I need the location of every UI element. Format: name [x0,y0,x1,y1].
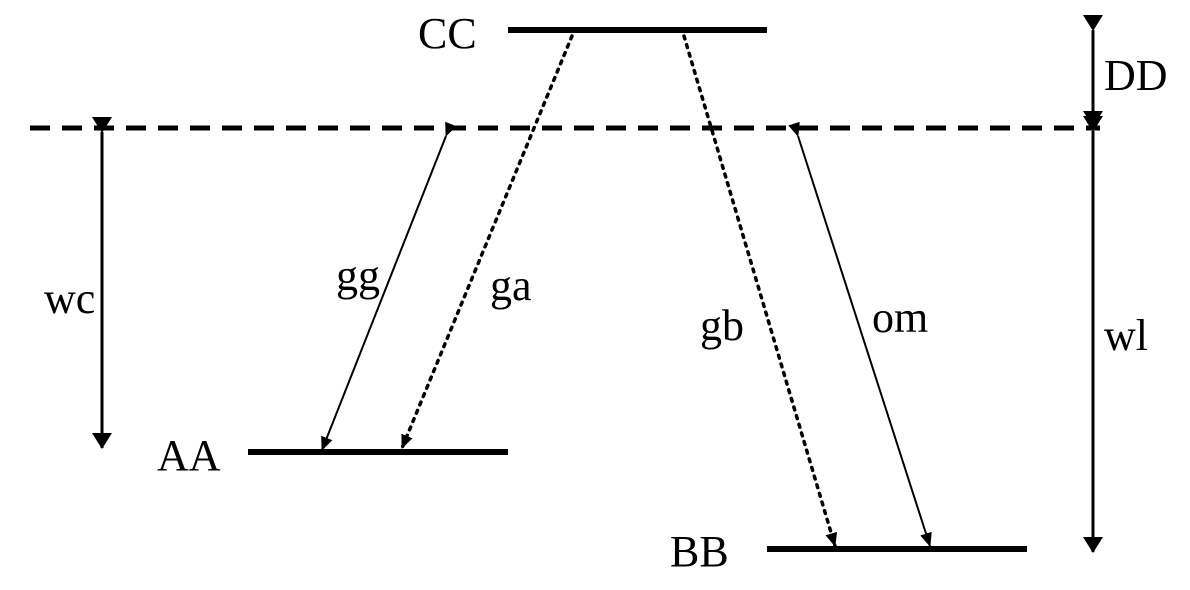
label-bb: BB [670,527,729,576]
arrow-om [788,121,932,547]
arrow-gb [682,34,838,548]
label-om: om [872,293,928,342]
label-aa: AA [157,431,221,480]
label-ga: ga [490,261,532,310]
label-dd: DD [1104,51,1168,100]
arrow-gg [321,121,457,451]
label-cc: CC [418,9,477,58]
label-gb: gb [700,301,744,350]
label-wl: wl [1104,311,1148,360]
arrow-ga [400,34,574,450]
label-wc: wc [44,274,95,323]
label-gg: gg [336,251,380,300]
